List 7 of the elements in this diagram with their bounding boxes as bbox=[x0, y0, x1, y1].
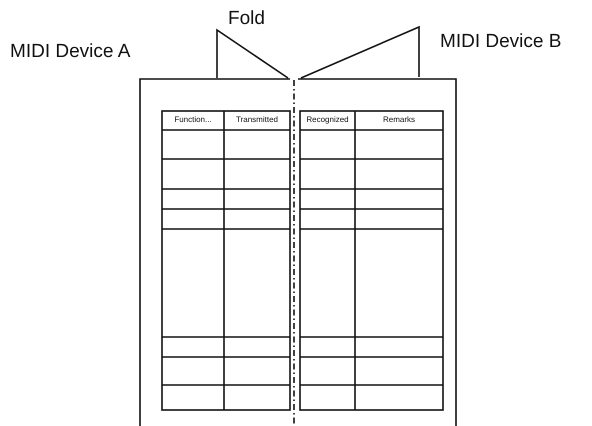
column-header: Remarks bbox=[382, 116, 416, 124]
column-header: Recognized bbox=[305, 116, 350, 124]
column-header: Transmitted bbox=[235, 116, 279, 124]
device-label: MIDI Device A bbox=[10, 42, 130, 61]
device-label: MIDI Device B bbox=[440, 32, 562, 51]
column-header: Function... bbox=[173, 116, 213, 124]
fold-label: Fold bbox=[228, 9, 265, 28]
